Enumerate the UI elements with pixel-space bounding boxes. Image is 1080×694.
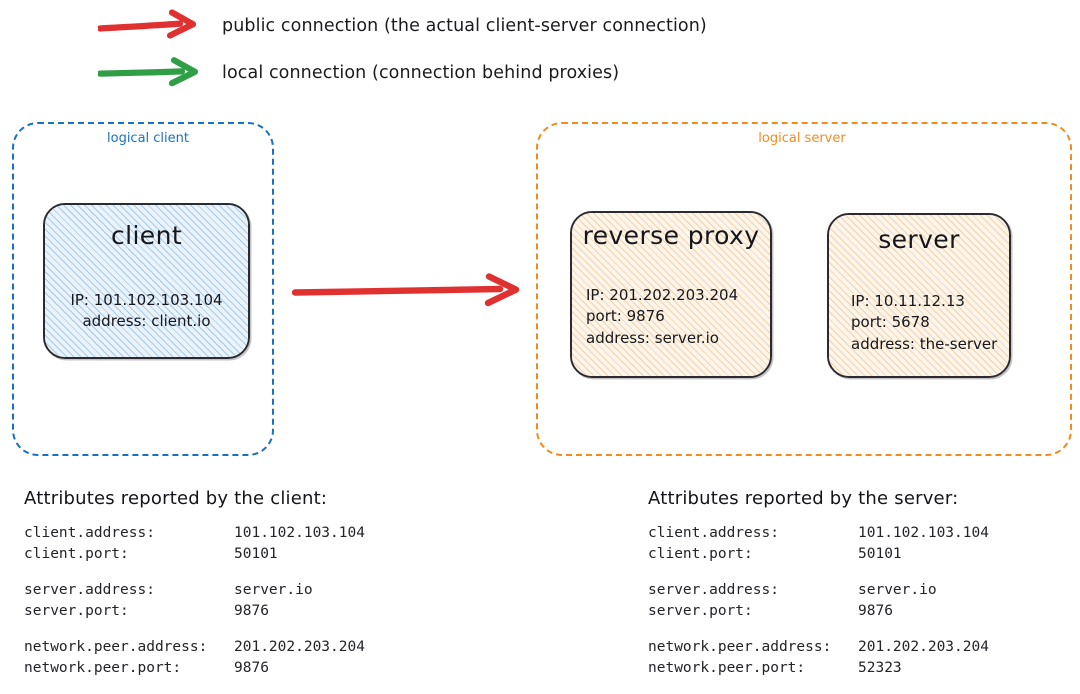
legend-row-local: local connection (connection behind prox…	[0, 55, 1080, 95]
attribute-row: client.address: 101.102.103.104	[648, 523, 989, 544]
public-connection-arrow	[291, 268, 524, 314]
attribute-row: network.peer.port: 9876	[24, 658, 365, 679]
legend-label-local: local connection (connection behind prox…	[222, 63, 620, 83]
attribute-key: client.port:	[648, 546, 753, 563]
attribute-group: server.address: server.io server.port: 9876	[648, 580, 989, 623]
attribute-value: server.io	[858, 581, 937, 598]
attribute-key: client.address:	[24, 525, 155, 541]
attribute-row: server.address: server.io	[648, 580, 989, 601]
legend-row-public: public connection (the actual client-ser…	[0, 8, 1080, 48]
attribute-row: server.address: server.io	[24, 580, 365, 601]
attribute-value: 9876	[234, 660, 269, 677]
attribute-value: 9876	[234, 603, 269, 620]
node-reverse-proxy-title: reverse proxy	[582, 221, 760, 250]
node-client-title: client	[110, 221, 183, 250]
attribute-key: network.peer.port:	[648, 660, 806, 677]
attribute-group: client.address: 101.102.103.104 client.por…	[24, 523, 365, 566]
server-attributes-panel: Attributes reported by the server: clien…	[648, 488, 989, 694]
attribute-row: server.port: 9876	[648, 601, 989, 622]
attribute-value: 50101	[234, 546, 278, 563]
reverse-proxy-hatch-fill	[572, 213, 770, 376]
node-server-details: IP: 10.11.12.13 port: 5678 address: the-…	[851, 292, 998, 353]
node-server[interactable]: server IP: 10.11.12.13 port: 5678 addres…	[827, 213, 1011, 378]
client-attributes-heading: Attributes reported by the client:	[24, 488, 328, 509]
client-attribute-groups: client.address: 101.102.103.104 client.por…	[24, 523, 365, 680]
attribute-key: server.address:	[648, 581, 779, 598]
green-arrow-icon	[96, 55, 202, 91]
attribute-key: network.peer.address:	[24, 638, 208, 655]
node-client[interactable]: client IP: 101.102.103.104 address: clie…	[43, 203, 250, 359]
attribute-key: client.port:	[24, 546, 129, 563]
attribute-value: 52323	[858, 660, 902, 677]
node-reverse-proxy[interactable]: reverse proxy IP: 201.202.203.204 port: …	[570, 211, 772, 378]
attribute-value: server.io	[234, 581, 313, 598]
server-attribute-groups: client.address: 101.102.103.104 client.por…	[648, 523, 989, 680]
attribute-row: client.port: 50101	[648, 544, 989, 565]
node-client-details: IP: 101.102.103.104 address: client.io	[70, 291, 223, 331]
logical-client-label: logical client	[101, 131, 195, 146]
legend: public connection (the actual client-ser…	[0, 0, 1080, 105]
logical-client-zone	[12, 122, 274, 456]
client-hatch-fill	[45, 205, 248, 357]
attribute-value: 201.202.203.204	[234, 638, 365, 655]
attribute-value: 101.102.103.104	[858, 525, 989, 541]
attribute-key: client.address:	[648, 525, 779, 541]
client-attributes-panel: Attributes reported by the client: clien…	[24, 488, 365, 694]
attribute-row: client.address: 101.102.103.104	[24, 523, 365, 544]
logical-server-label: logical server	[752, 131, 852, 146]
attribute-key: network.peer.address:	[648, 638, 832, 655]
attribute-row: network.peer.port: 52323	[648, 658, 989, 679]
attribute-key: server.address:	[24, 581, 155, 598]
attribute-key: server.port:	[24, 603, 129, 620]
attribute-row: server.port: 9876	[24, 601, 365, 622]
attribute-value: 201.202.203.204	[858, 638, 989, 655]
attribute-group: client.address: 101.102.103.104 client.por…	[648, 523, 989, 566]
attribute-row: client.port: 50101	[24, 544, 365, 565]
node-server-title: server	[878, 225, 960, 254]
attribute-value: 50101	[858, 546, 902, 563]
attribute-key: network.peer.port:	[24, 660, 182, 677]
red-arrow-icon	[96, 8, 202, 44]
legend-label-public: public connection (the actual client-ser…	[222, 16, 707, 36]
attribute-value: 101.102.103.104	[234, 525, 365, 541]
node-reverse-proxy-details: IP: 201.202.203.204 port: 9876 address: …	[586, 286, 739, 347]
attribute-key: server.port:	[648, 603, 753, 620]
attribute-row: network.peer.address: 201.202.203.204	[24, 637, 365, 658]
server-attributes-heading: Attributes reported by the server:	[648, 488, 959, 509]
attribute-group: server.address: server.io server.port: 9876	[24, 580, 365, 623]
logical-server-zone	[536, 122, 1072, 456]
server-hatch-fill	[829, 215, 1009, 376]
attribute-row: network.peer.address: 201.202.203.204	[648, 637, 989, 658]
attribute-value: 9876	[858, 603, 893, 620]
